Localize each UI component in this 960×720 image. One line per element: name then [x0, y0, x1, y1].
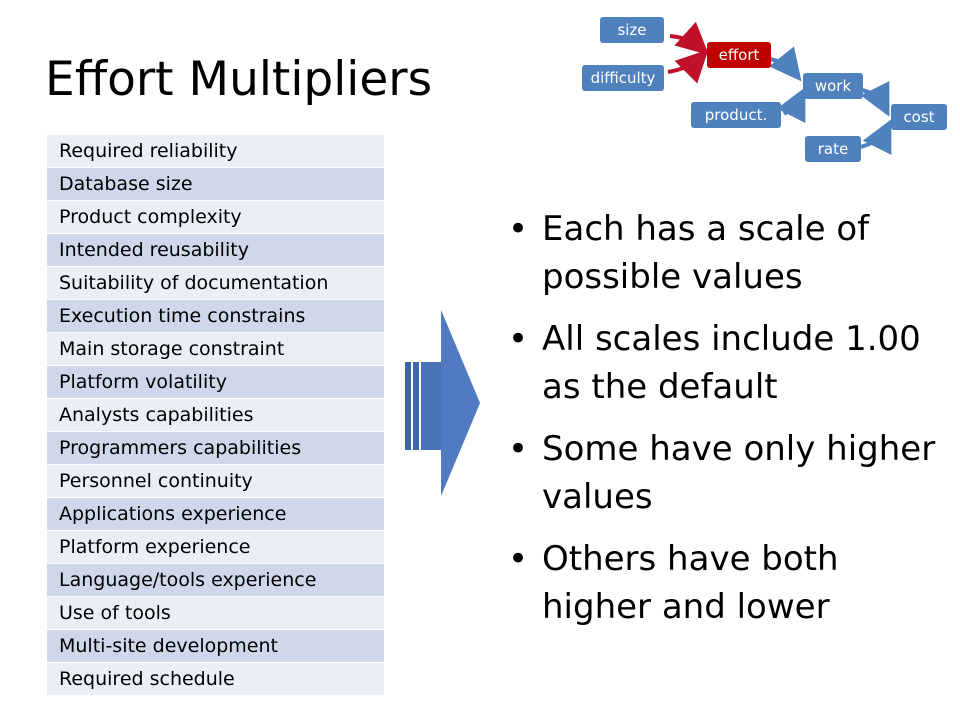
multiplier-row: Platform experience	[47, 531, 384, 564]
bullet-text: Each has a scale of possible values	[542, 209, 870, 297]
node-rate: rate	[805, 136, 861, 162]
multiplier-row: Analysts capabilities	[47, 399, 384, 432]
multiplier-row: Use of tools	[47, 597, 384, 630]
bullet-text: Some have only higher values	[542, 429, 936, 517]
multiplier-row: Required reliability	[47, 135, 384, 168]
node-productivity: product.	[691, 102, 781, 128]
multiplier-row: Required schedule	[47, 663, 384, 696]
bullet-text: All scales include 1.00 as the default	[542, 319, 921, 407]
bullet-item: • Each has a scale of possible values	[508, 205, 948, 301]
node-cost: cost	[891, 104, 947, 130]
multiplier-row: Product complexity	[47, 201, 384, 234]
cost-flow-diagram	[667, 21, 892, 156]
bullet-item: • All scales include 1.00 as the default	[508, 315, 948, 411]
flow-arrow-rate-cost	[859, 119, 892, 156]
flow-arrow-work-cost	[860, 80, 890, 117]
multiplier-row: Applications experience	[47, 498, 384, 531]
node-difficulty: difficulty	[582, 65, 664, 91]
bullet-text: Others have both higher and lower	[542, 539, 839, 627]
multiplier-row: Platform volatility	[47, 366, 384, 399]
flow-arrow-difficulty-effort	[667, 49, 709, 84]
big-right-arrow-icon	[405, 310, 480, 496]
multiplier-row: Multi-site development	[47, 630, 384, 663]
node-size: size	[600, 17, 664, 43]
flow-arrow-size-effort	[669, 21, 709, 56]
bullet-glyph: •	[508, 429, 529, 469]
bullet-glyph: •	[508, 539, 529, 579]
bullet-list: • Each has a scale of possible values • All…	[508, 205, 948, 645]
node-work: work	[803, 73, 863, 99]
node-effort: effort	[707, 42, 771, 68]
multiplier-row: Personnel continuity	[47, 465, 384, 498]
bullet-glyph: •	[508, 319, 529, 359]
multiplier-row: Execution time constrains	[47, 300, 384, 333]
multiplier-row: Suitability of documentation	[47, 267, 384, 300]
bullet-glyph: •	[508, 209, 529, 249]
multiplier-row: Main storage constraint	[47, 333, 384, 366]
flow-arrow-product-work	[776, 87, 806, 124]
bullet-item: • Others have both higher and lower	[508, 535, 948, 631]
multiplier-row: Intended reusability	[47, 234, 384, 267]
multiplier-row: Programmers capabilities	[47, 432, 384, 465]
multiplier-row: Language/tools experience	[47, 564, 384, 597]
bullet-item: • Some have only higher values	[508, 425, 948, 521]
multiplier-row: Database size	[47, 168, 384, 201]
page-title: Effort Multipliers	[45, 52, 433, 107]
